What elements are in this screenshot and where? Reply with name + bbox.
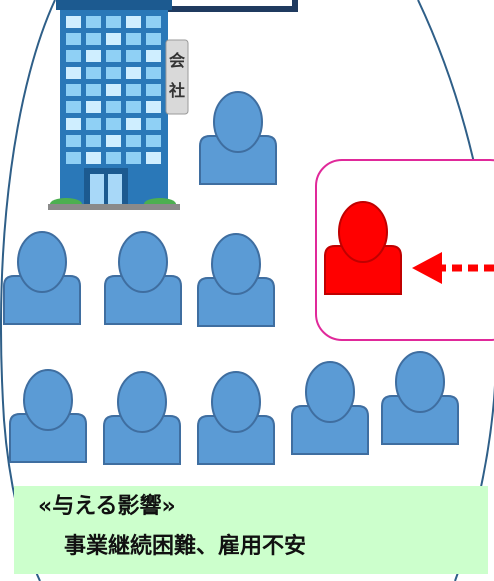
building-window: [66, 135, 81, 147]
person-icon: [291, 361, 369, 455]
building-window: [86, 118, 101, 130]
building-window: [126, 16, 141, 28]
building-window: [86, 16, 101, 28]
building-window: [66, 101, 81, 113]
person-icon: [103, 371, 181, 465]
building-window: [106, 16, 121, 28]
building-window: [106, 135, 121, 147]
building-window: [86, 135, 101, 147]
person-icon: [381, 351, 459, 445]
building-window: [146, 33, 161, 45]
building-window: [146, 84, 161, 96]
building-window: [146, 67, 161, 79]
person-icon: [104, 231, 182, 325]
building-window: [66, 67, 81, 79]
person-icon: [197, 371, 275, 465]
building-window: [106, 50, 121, 62]
building-window: [86, 67, 101, 79]
company-sign: [165, 39, 189, 115]
building-window: [126, 50, 141, 62]
building-window: [86, 152, 101, 164]
impact-caption-box: «与える影響» 事業継続困難、雇用不安: [14, 486, 488, 574]
top-dark-band-inner: [146, 0, 292, 6]
building-window: [106, 67, 121, 79]
company-building-icon: 会 社: [48, 0, 189, 210]
incoming-arrow: [412, 252, 494, 284]
building-window: [126, 33, 141, 45]
building-window: [106, 33, 121, 45]
building-window: [126, 84, 141, 96]
building-window: [126, 101, 141, 113]
person-icon: [9, 369, 87, 463]
company-sign-char-1: 会: [169, 51, 185, 70]
building-window: [66, 84, 81, 96]
building-window: [86, 50, 101, 62]
person-icon: [3, 231, 81, 325]
building-window: [66, 16, 81, 28]
impact-caption-title: «与える影響»: [38, 494, 176, 519]
building-window: [146, 135, 161, 147]
building-window: [126, 152, 141, 164]
red-person-icon: [324, 201, 402, 295]
building-window: [66, 33, 81, 45]
building-window: [66, 50, 81, 62]
building-window: [146, 101, 161, 113]
building-window: [146, 118, 161, 130]
building-window: [86, 33, 101, 45]
building-window: [146, 50, 161, 62]
building-window: [106, 101, 121, 113]
building-window: [66, 152, 81, 164]
person-icon: [197, 233, 275, 327]
building-window: [86, 84, 101, 96]
building-window: [106, 118, 121, 130]
building-window: [86, 101, 101, 113]
company-sign-char-2: 社: [168, 81, 185, 100]
person-icon: [199, 91, 277, 185]
building-window: [126, 67, 141, 79]
building-window: [126, 135, 141, 147]
building-window: [146, 152, 161, 164]
building-window: [106, 84, 121, 96]
impact-caption-text: 事業継続困難、雇用不安: [64, 534, 307, 559]
building-window: [126, 118, 141, 130]
building-window: [146, 16, 161, 28]
building-window: [106, 152, 121, 164]
building-window: [66, 118, 81, 130]
